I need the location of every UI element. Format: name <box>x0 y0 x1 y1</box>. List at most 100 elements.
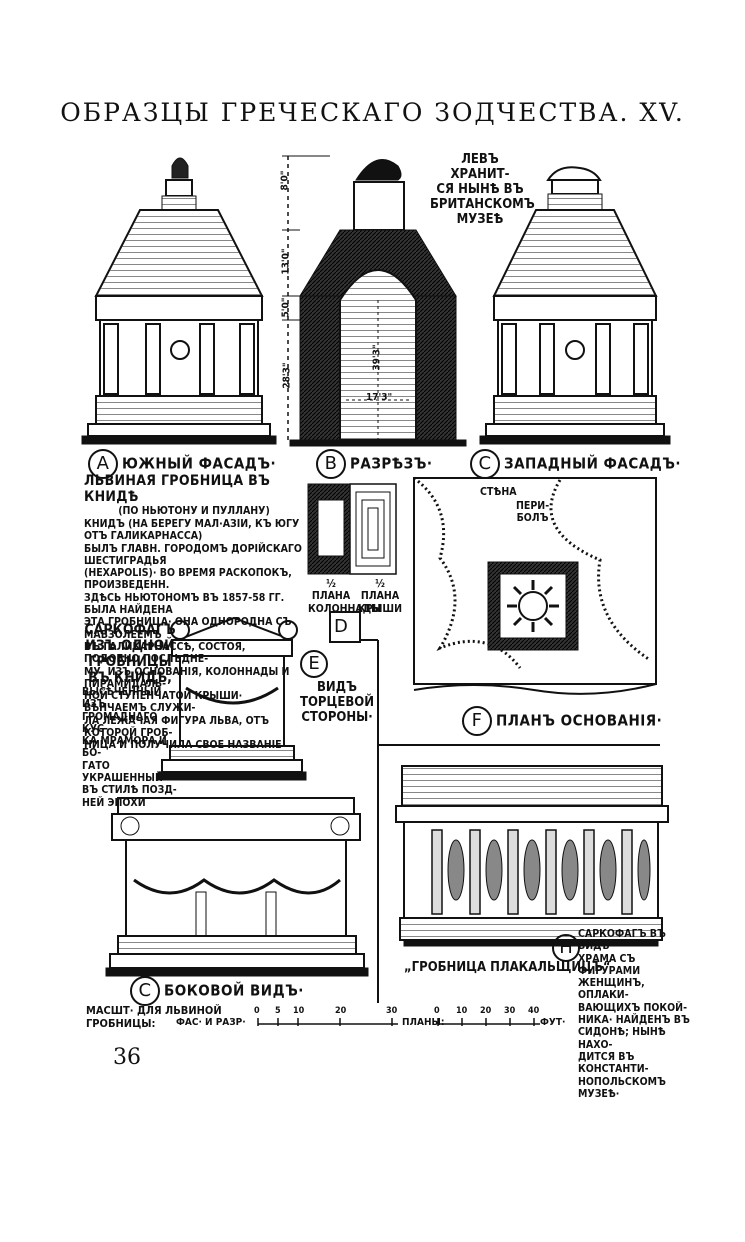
sarcophagus-description: САРКОФАГЪ ИЗЪ ОДНОЙ ГРОБНИЦЫ ВЪ КНИДѢ, В… <box>82 622 178 809</box>
text-line: ВЪ СТИЛѢ ПОЗД- <box>82 784 177 797</box>
dim-label: 5'0" <box>280 297 292 318</box>
text-line: ЖЕНЩИНЪ, ОПЛАКИ- <box>578 977 645 1002</box>
tomb-south-facade <box>81 157 277 445</box>
text-line: БЫЛЪ ГЛАВН. ГОРОДОМЪ ДОРІЙСКАГО ШЕСТИГРА… <box>84 542 302 567</box>
figure-letter: C <box>130 976 160 1006</box>
plan-peribol-label: ПЕРИ- БОЛЪ <box>516 500 549 525</box>
sarc-heading-line: ГРОБНИЦЫ <box>88 654 172 670</box>
end-view-label: ВИДЪ ТОРЦЕВОЙ СТОРОНЫ· <box>300 680 374 725</box>
plan-label-line: ½ ПЛАНА <box>360 578 400 603</box>
scale-tick: 30 <box>504 1006 516 1016</box>
sarcophagus-side-view <box>105 797 369 977</box>
scale-legend: МАСШТ· ДЛЯ ЛЬВИНОЙ ГРОБНИЦЫ: <box>86 1004 222 1030</box>
scale-label: ГРОБНИЦЫ: <box>86 1017 156 1030</box>
lion-tomb-heading: ЛЬВИНАЯ ГРОБНИЦА ВЪ КНИДѢ <box>84 473 271 505</box>
plan-label-line: КОЛОННАДЫ <box>308 602 381 615</box>
figure-letter-e: E <box>300 650 328 678</box>
text-line: ЗДѢСЬ НЬЮТОНОМЪ ВЪ 1857-58 ГГ. БЫЛА НАЙД… <box>84 591 285 617</box>
scale-tick: 5 <box>275 1006 281 1016</box>
sarc-heading-line: САРКОФАГЪ <box>84 622 176 638</box>
note-line: МУЗЕѢ <box>456 212 504 227</box>
page-number: 36 <box>113 1045 141 1070</box>
text-line: ВЫСѢЧЕННЫЙ ИЗЪ <box>82 686 162 711</box>
note-line: ЛЕВЪ ХРАНИТ- <box>450 152 510 182</box>
foundation-plan <box>413 476 657 695</box>
caption-text: РАЗРѢЗЪ· <box>350 454 433 473</box>
dim-label: 28'3" <box>281 362 293 389</box>
figure-letter: A <box>88 449 118 479</box>
note-line: СЯ НЫНѢ ВЪ <box>436 182 524 197</box>
text-line: НЕЙ ЭПОХИ <box>82 796 146 809</box>
scale-tick: 20 <box>480 1006 492 1016</box>
scale-tick: 40 <box>528 1006 540 1016</box>
plan-label-line: ПЕРИ- <box>516 500 550 512</box>
text-line: НИКА· НАЙДЕНЪ ВЪ <box>578 1014 690 1027</box>
text-line: ГРОМАДНАГО КУС- <box>82 710 158 735</box>
text-line: НОЙ СТУПЕНЧАТОЙ КРЫШИ· ВѢНЧАЕМЪ СЛУЖИ- <box>84 690 243 715</box>
dim-label: 8'0" <box>279 170 291 191</box>
tomb-section <box>282 155 467 447</box>
scale-unit: ФУТ· <box>540 1017 566 1028</box>
text-line: НИЦА И ПОЛУЧИЛА СВОЕ НАЗВАНІЕ <box>84 739 282 752</box>
text-line: (HEXAPOLIS)· ВО ВРЕМЯ РАСКОПОКЪ, ПРОИЗВЕ… <box>84 567 292 592</box>
lion-tomb-description: ЛЬВИНАЯ ГРОБНИЦА ВЪ КНИДѢ (ПО НЬЮТОНУ И … <box>84 473 304 752</box>
text-line: ХРАМА СЪ ФИГУРАМИ <box>578 952 641 977</box>
plan-wall-label: СТѢНА <box>480 486 517 498</box>
label-line: ВИДЪ <box>316 680 358 695</box>
lion-tomb-subheading: (ПО НЬЮТОНУ И ПУЛЛАНУ) <box>118 505 270 517</box>
caption-text: БОКОВОЙ ВИДЪ· <box>164 981 304 1000</box>
text-line: ДИТСЯ ВЪ КОНСТАНТИ- <box>578 1050 649 1076</box>
text-line: ЛА ЛЕЖАЧАЯ ФИГУРА ЛЬВА, ОТЪ КОТОРОЙ ГРОБ… <box>84 714 269 740</box>
dim-label: 17'3" <box>366 392 393 403</box>
scale-tick: 10 <box>293 1006 305 1016</box>
scale-label-facade: ФАС· И РАЗР· <box>176 1017 246 1028</box>
text-line: НОПОЛЬСКОМЪ МУЗЕѢ· <box>578 1075 666 1100</box>
sarc-heading-line: ИЗЪ ОДНОЙ <box>85 638 175 654</box>
text-line: ГАТО УКРАШЕННЫЙ <box>82 759 163 785</box>
sarc-heading-line: ВЪ КНИДѢ, <box>88 670 172 686</box>
caption-text: ЗАПАДНЫЙ ФАСАДЪ· <box>504 454 682 473</box>
scale-bars <box>257 1018 540 1026</box>
sarcophagus-end-view <box>157 616 307 781</box>
figure-letter: B <box>316 449 346 479</box>
dim-label: 13'0" <box>280 248 292 275</box>
text-line: САРКОФАГЪ ВЪ ВИДѢ <box>578 928 666 953</box>
figure-letter: F <box>462 706 492 736</box>
mourners-sarcophagus <box>395 765 669 947</box>
scale-label: МАСШТ· ДЛЯ ЛЬВИНОЙ <box>86 1004 222 1017</box>
dim-label: 39'3" <box>371 344 383 371</box>
caption-text: ЮЖНЫЙ ФАСАДЪ· <box>122 454 277 473</box>
scale-tick: 30 <box>386 1006 398 1016</box>
note-line: БРИТАНСКОМЪ <box>430 197 535 212</box>
text-line: МУ, ИЗЪ ОСНОВАНІЯ, КОЛОННАДЫ И ПИРАМИДАЛ… <box>84 665 290 690</box>
lion-museum-note: ЛЕВЪ ХРАНИТ- СЯ НЫНѢ ВЪ БРИТАНСКОМЪ МУЗЕ… <box>430 152 535 227</box>
scale-tick: 0 <box>434 1006 440 1016</box>
tomb-west-facade <box>479 166 671 445</box>
scale-label-plans: ПЛАНЫ: <box>402 1017 445 1028</box>
plan-label-line: КРЫШИ <box>358 602 403 615</box>
plan-label-line: ½ ПЛАНА <box>311 578 351 603</box>
text-line: КНИДЪ (НА БЕРЕГУ МАЛ·АЗІИ, КЪ ЮГУ ОТЪ ГА… <box>84 518 300 543</box>
figure-letter-d: D <box>334 616 348 637</box>
scale-tick: 20 <box>335 1006 347 1016</box>
half-plan-drawing <box>307 483 397 643</box>
caption-text: ПЛАНЪ ОСНОВАНІЯ· <box>496 711 663 730</box>
text-line: ЭТА ГРОБНИЦА· ОНА ОДНОРОДНА СЪ МАВЗОЛЕЕМ… <box>84 616 292 641</box>
text-line: ВЪ ГАЛИКАРНАССѢ, СОСТОЯ, ПОДОБНО ПОСЛѢДН… <box>84 640 246 666</box>
figure-letter-h: H <box>552 934 580 962</box>
scale-tick: 0 <box>254 1006 260 1016</box>
plan-label-line: БОЛЪ <box>516 512 549 525</box>
text-line: КА МРАМОРА И БО- <box>82 735 167 760</box>
caption-mourners-title: „ГРОБНИЦА ПЛАКАЛЬЩИЦЪ“ <box>404 960 611 975</box>
label-line: СТОРОНЫ· <box>301 710 373 725</box>
text-line: ВАЮЩИХЪ ПОКОЙ- <box>578 1001 687 1014</box>
label-line: ТОРЦЕВОЙ <box>300 695 374 710</box>
figure-letter: C <box>470 449 500 479</box>
half-plan-roof-label: ½ ПЛАНА КРЫШИ <box>358 578 402 615</box>
